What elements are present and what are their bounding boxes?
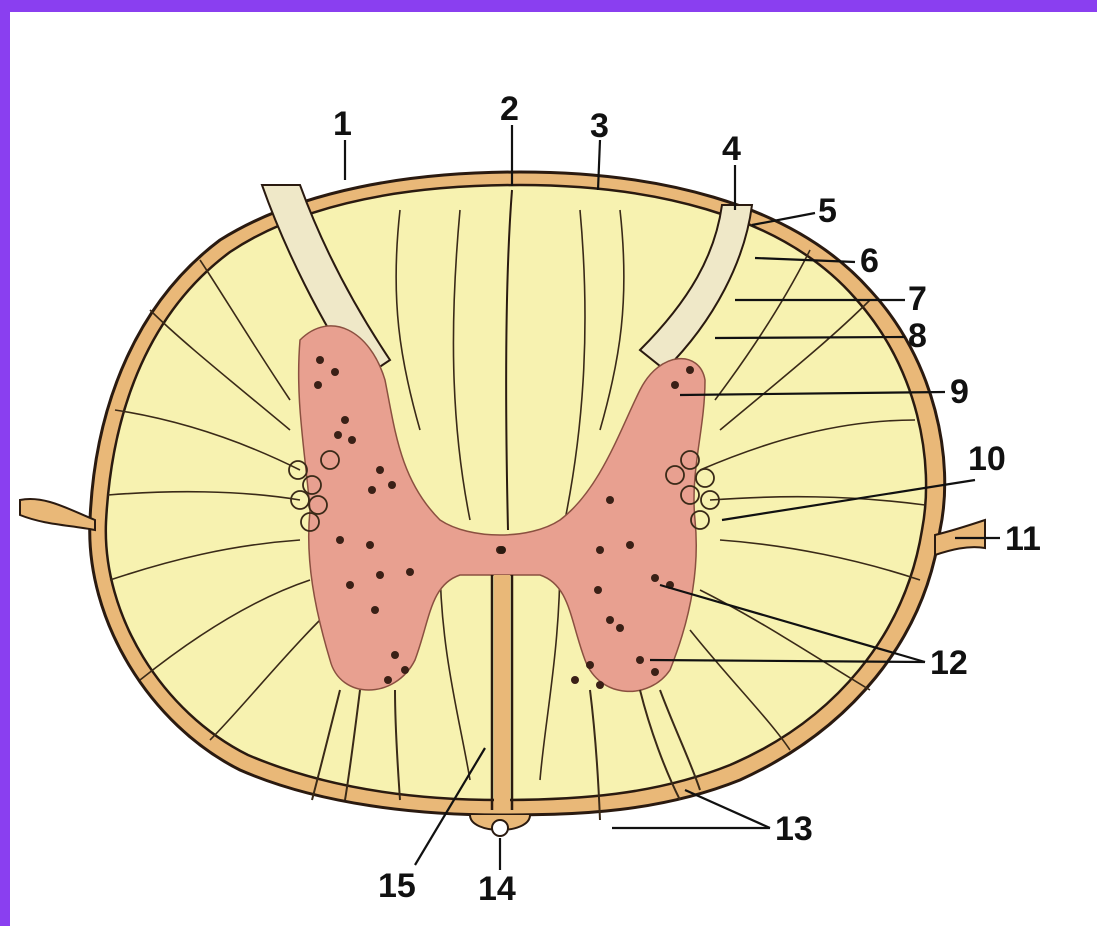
ligament-left [20,499,95,530]
label-9: 9 [950,373,969,411]
central-canal [498,546,506,554]
label-14: 14 [478,870,516,908]
label-6: 6 [860,242,879,280]
label-13: 13 [775,810,813,848]
artery-lumen [492,820,508,836]
label-12: 12 [930,644,968,682]
fissure-fill [494,575,510,810]
label-2: 2 [500,90,519,128]
label-4: 4 [722,130,741,168]
label-10: 10 [968,440,1006,478]
label-1: 1 [333,105,352,143]
label-15: 15 [378,867,416,905]
label-7: 7 [908,280,927,318]
label-3: 3 [590,107,609,145]
label-11: 11 [1005,520,1041,558]
label-5: 5 [818,192,837,230]
label-8: 8 [908,317,927,355]
